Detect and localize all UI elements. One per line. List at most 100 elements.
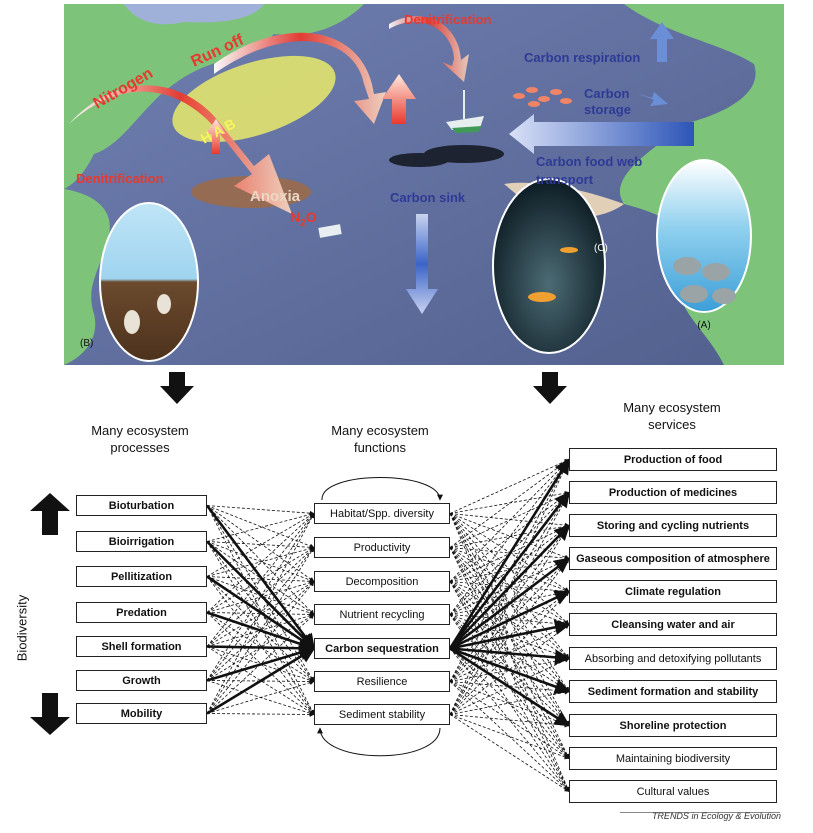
weak-link: [449, 589, 570, 615]
weak-link: [206, 580, 315, 613]
weak-link: [449, 547, 570, 792]
strong-link: [449, 619, 571, 650]
weak-link: [206, 513, 315, 613]
weak-link: [449, 614, 570, 759]
strong-link: [449, 647, 571, 695]
service-box: Cleansing water and air: [569, 613, 777, 636]
weak-link: [449, 581, 570, 626]
process-box: Pellitization: [76, 566, 207, 587]
weak-link: [449, 624, 570, 715]
weak-link: [206, 547, 315, 714]
strong-link: [449, 647, 571, 666]
weak-link: [449, 492, 570, 715]
weak-link: [206, 646, 315, 683]
weak-link: [449, 490, 570, 514]
weak-link: [206, 513, 315, 681]
weak-link: [449, 581, 570, 692]
feedback-loop-bottom: [317, 727, 441, 757]
process-box: Mobility: [76, 703, 207, 724]
weak-link: [206, 581, 315, 647]
weak-link: [206, 614, 315, 681]
processes-title: Many ecosystem processes: [91, 423, 189, 455]
weak-link: [206, 505, 315, 516]
weak-link: [206, 612, 315, 715]
service-box: Production of medicines: [569, 481, 777, 504]
biodiversity-label: Biodiversity: [14, 594, 30, 662]
weak-link: [449, 547, 570, 726]
weak-link: [206, 581, 315, 681]
service-box: Cultural values: [569, 780, 777, 803]
strong-link: [206, 540, 316, 650]
function-box: Productivity: [314, 537, 450, 558]
map-label-anoxia: Anoxia: [250, 188, 301, 205]
weak-link: [206, 513, 315, 647]
weak-link: [206, 547, 315, 647]
weak-link: [206, 541, 315, 715]
weak-link: [449, 459, 570, 514]
weak-link: [449, 492, 570, 582]
weak-link: [449, 547, 570, 659]
weak-link: [206, 541, 315, 550]
weak-link: [449, 681, 570, 727]
service-box: Absorbing and detoxifying pollutants: [569, 647, 777, 670]
weak-link: [449, 459, 570, 548]
credit-rule: [620, 812, 780, 813]
weak-link: [449, 656, 570, 682]
weak-link: [206, 612, 315, 682]
weak-link: [206, 646, 315, 715]
function-box: Nutrient recycling: [314, 604, 450, 625]
strong-link: [448, 458, 571, 650]
weak-link: [206, 512, 315, 542]
strong-link: [448, 491, 571, 650]
weak-link: [449, 525, 570, 715]
weak-link: [449, 547, 570, 692]
weak-link: [449, 513, 570, 528]
arrow-up-icon: [30, 493, 70, 535]
weak-link: [449, 558, 570, 615]
strong-link: [206, 640, 316, 657]
weak-link: [449, 648, 570, 759]
weak-link: [449, 459, 570, 715]
weak-link: [206, 505, 315, 582]
service-box: Storing and cycling nutrients: [569, 514, 777, 537]
weak-link: [449, 581, 570, 792]
weak-link: [449, 648, 570, 792]
ocean-map-illustration: Nitrogen Run off H A B Denitrification D…: [64, 4, 784, 365]
weak-link: [449, 459, 570, 582]
weak-link: [449, 513, 570, 692]
weak-link: [206, 712, 315, 717]
weak-link: [206, 614, 315, 714]
weak-link: [449, 492, 570, 615]
weak-link: [206, 541, 315, 615]
process-box: Bioirrigation: [76, 531, 207, 552]
service-box: Production of food: [569, 448, 777, 471]
weak-link: [449, 614, 570, 692]
weak-link: [449, 513, 570, 759]
weak-link: [449, 513, 570, 625]
strong-link: [449, 524, 571, 650]
weak-link: [449, 525, 570, 615]
arrow-down-icon: [533, 372, 567, 404]
function-box: Carbon sequestration: [314, 638, 450, 659]
weak-link: [206, 680, 315, 714]
process-box: Shell formation: [76, 636, 207, 657]
weak-link: [449, 459, 570, 615]
weak-link: [449, 591, 570, 682]
weak-link: [449, 689, 570, 715]
weak-link: [206, 680, 315, 716]
map-label-panel-b: (B): [80, 338, 93, 349]
strong-link: [206, 647, 316, 715]
weak-link: [206, 505, 315, 682]
weak-link: [449, 681, 570, 694]
weak-link: [449, 614, 570, 792]
weak-link: [206, 613, 315, 647]
strong-link: [206, 645, 316, 682]
weak-link: [206, 576, 315, 584]
weak-link: [449, 525, 570, 682]
function-box: Sediment stability: [314, 704, 450, 725]
weak-link: [206, 547, 315, 681]
function-box: Habitat/Spp. diversity: [314, 503, 450, 524]
weak-link: [206, 513, 315, 714]
map-label-n2o: N2O: [290, 209, 317, 229]
weak-link: [449, 547, 570, 593]
